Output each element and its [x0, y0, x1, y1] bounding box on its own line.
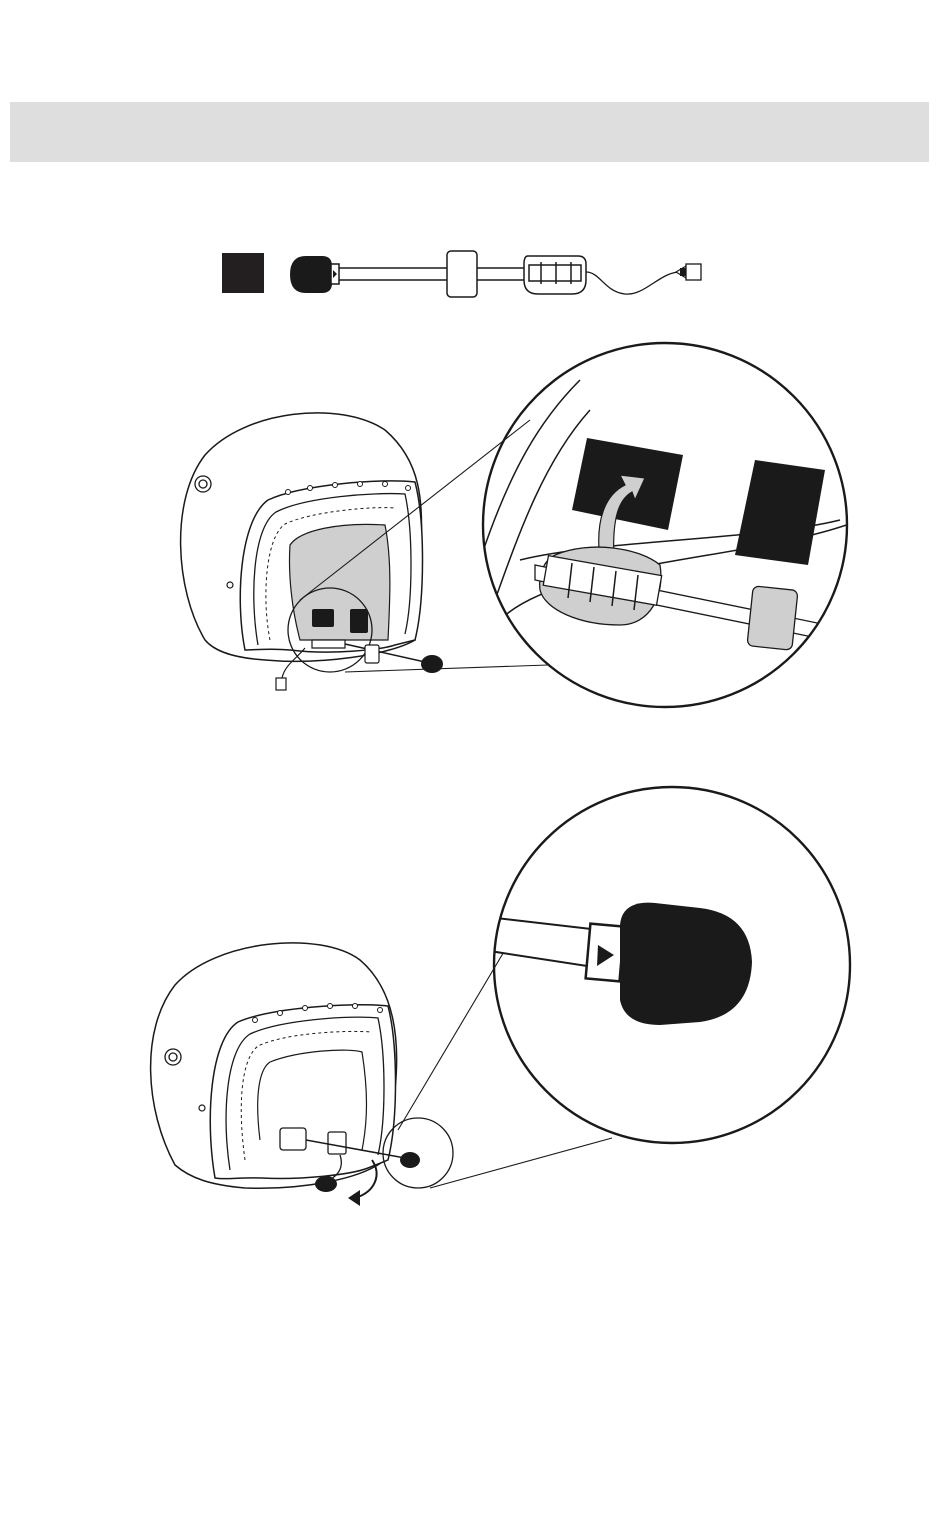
rotate-arrow-icon [348, 1190, 360, 1206]
boom-microphone-kit-figure [0, 230, 950, 310]
connector-icon [686, 264, 701, 280]
helmet-attach-boom-mic-icon [0, 340, 950, 720]
velcro-pad-icon [222, 253, 264, 293]
microphone-foam-icon [421, 655, 443, 673]
boom-clip-icon [447, 251, 477, 297]
section-header-band [10, 102, 929, 162]
cable-icon [586, 272, 680, 294]
microphone-foam-icon [620, 903, 752, 1025]
boom-microphone-kit-icon [0, 230, 950, 310]
velcro-pad-icon [735, 460, 825, 565]
helmet-position-mic-icon [0, 780, 950, 1220]
step-2-position-figure [0, 780, 950, 1220]
boom-clip-icon [747, 586, 798, 650]
microphone-foam-icon [290, 256, 332, 293]
step-1-attach-figure [0, 340, 950, 720]
